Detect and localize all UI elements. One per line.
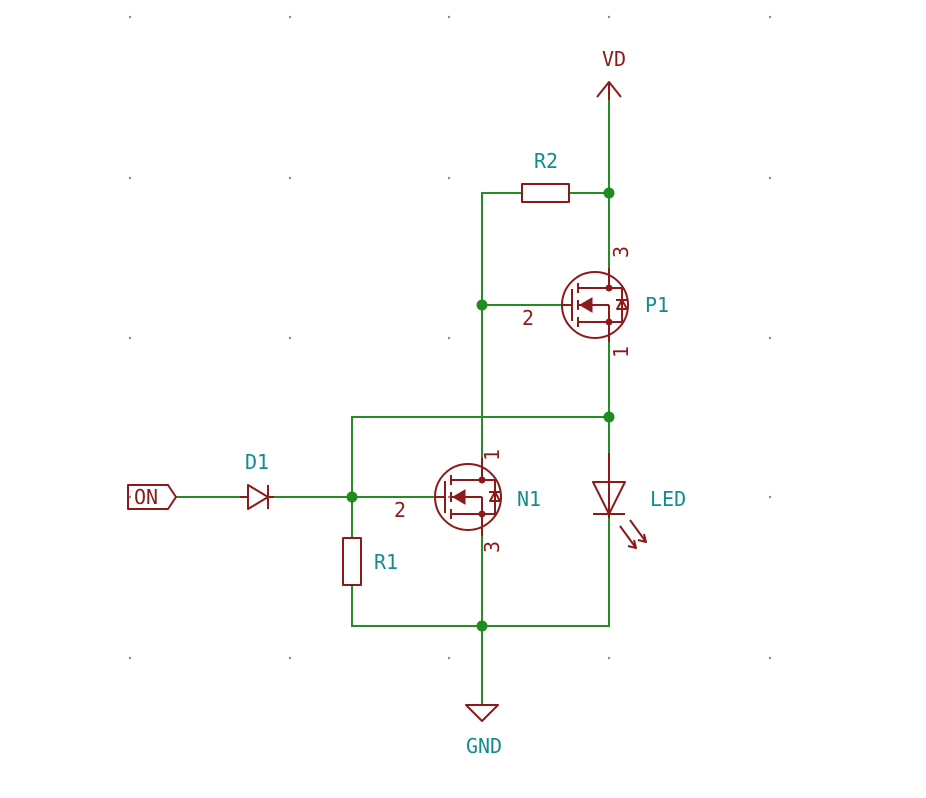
n1-pin1-label: 1 <box>480 449 504 461</box>
grid-dot <box>128 15 132 19</box>
grid-dot <box>288 176 292 180</box>
wire-r2-left <box>481 192 523 459</box>
grid-dot <box>447 495 451 499</box>
grid-dot <box>128 176 132 180</box>
junctions <box>346 187 615 632</box>
r2-reference: R2 <box>534 149 558 173</box>
junction-feedback <box>603 411 615 423</box>
diode-d1: D1 <box>240 450 274 510</box>
junction-vd <box>603 187 615 199</box>
grid-dot <box>447 656 451 660</box>
p1-pin1-label: 1 <box>609 346 633 358</box>
grid-dot <box>447 15 451 19</box>
input-label-on: ON <box>127 484 177 510</box>
grid-dot <box>128 656 132 660</box>
grid-dot <box>768 336 772 340</box>
n1-pin3-label: 3 <box>480 541 504 553</box>
grid-dot <box>768 15 772 19</box>
n1-pin2-label: 2 <box>394 498 406 522</box>
grid-dot <box>768 495 772 499</box>
mosfet-n1: N1 1 3 2 <box>394 449 541 553</box>
n1-reference: N1 <box>517 487 541 511</box>
grid-dot <box>288 656 292 660</box>
resistor-r1: R1 <box>342 537 398 586</box>
p1-pin2-label: 2 <box>522 306 534 330</box>
r1-reference: R1 <box>374 550 398 574</box>
p1-pin3-label: 3 <box>609 246 633 258</box>
vd-power-symbol: VD <box>596 47 626 100</box>
gnd-label: GND <box>466 734 502 758</box>
led-reference: LED <box>650 487 686 511</box>
junction-gate-node <box>346 491 358 503</box>
resistor-r2: R2 <box>521 149 570 203</box>
grid-dot <box>607 15 611 19</box>
grid-dot <box>288 15 292 19</box>
grid-dot <box>768 176 772 180</box>
d1-reference: D1 <box>245 450 269 474</box>
grid-dot <box>447 336 451 340</box>
vd-label: VD <box>602 47 626 71</box>
p1-reference: P1 <box>645 293 669 317</box>
junction-ground <box>476 620 488 632</box>
junction-p1-gate <box>476 299 488 311</box>
grid-dot <box>607 656 611 660</box>
grid-dot <box>128 495 132 499</box>
wires <box>175 99 610 706</box>
gnd-symbol: GND <box>465 704 502 758</box>
mosfet-p1: P1 3 1 2 <box>522 246 669 358</box>
input-label-text: ON <box>134 485 158 509</box>
wire-feedback <box>351 416 610 498</box>
grid-dot <box>768 656 772 660</box>
grid-dots <box>128 15 772 660</box>
grid-dot <box>128 336 132 340</box>
grid-dot <box>447 176 451 180</box>
led-symbol: LED <box>592 453 686 549</box>
grid-dot <box>288 336 292 340</box>
